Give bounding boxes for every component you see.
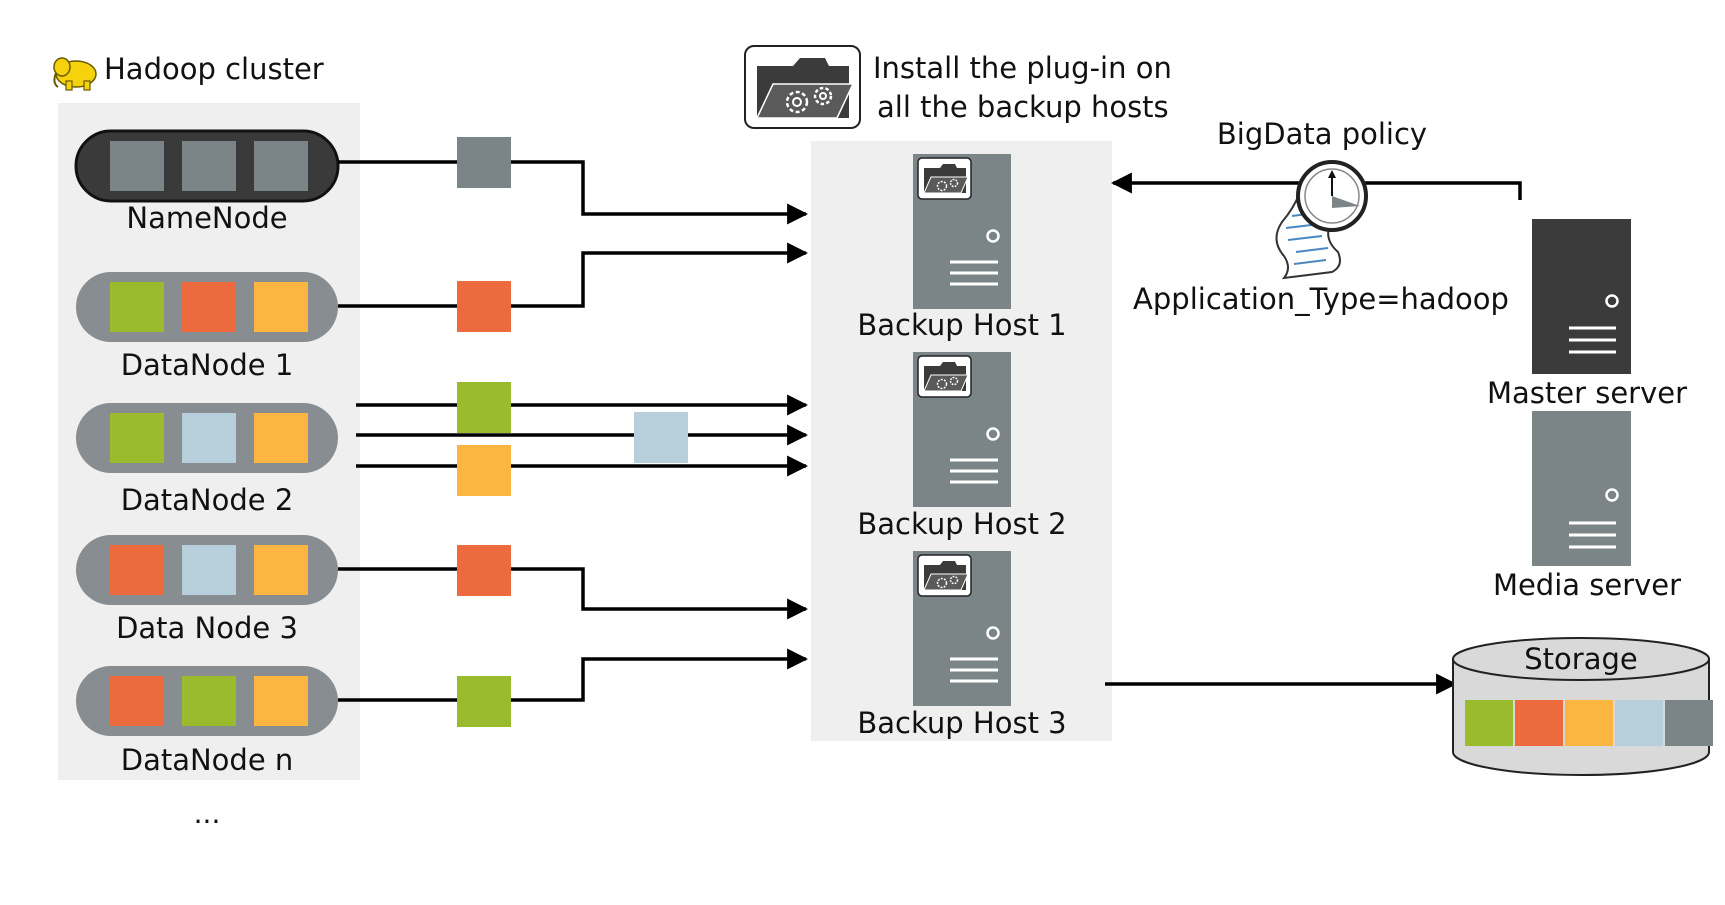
datanode3-to-host3-line <box>338 567 809 620</box>
data-block <box>110 141 164 191</box>
node-label: DataNode 1 <box>121 348 294 382</box>
cluster-node: DataNode 1 <box>76 272 338 382</box>
data-block <box>110 545 164 595</box>
datanoden-to-host3-line <box>338 648 809 702</box>
media-server-icon <box>1532 411 1631 566</box>
plugin-folder-icon <box>744 45 861 129</box>
backup-host-label: Backup Host 2 <box>857 507 1066 541</box>
data-block <box>254 282 308 332</box>
plugin-text-line2: all the backup hosts <box>877 90 1169 124</box>
travel-block <box>457 382 511 433</box>
plugin-folder-icon <box>917 157 972 200</box>
datanode1-to-host1-line <box>338 242 809 308</box>
hadoop-elephant-icon <box>53 57 97 91</box>
storage-block <box>1615 700 1663 746</box>
backup-host: Backup Host 1 <box>857 154 1067 342</box>
cluster-node: NameNode <box>74 129 340 235</box>
cluster-more: ... <box>194 797 221 830</box>
data-block <box>110 282 164 332</box>
data-block <box>182 141 236 191</box>
data-block <box>182 413 236 463</box>
cluster-node: Data Node 3 <box>76 535 338 645</box>
travel-blocks <box>457 137 688 727</box>
travel-block <box>457 137 511 188</box>
backup-host-label: Backup Host 1 <box>857 308 1066 342</box>
master-server-icon <box>1532 219 1631 374</box>
policy-title: BigData policy <box>1217 117 1427 151</box>
data-block <box>182 282 236 332</box>
backup-host-label: Backup Host 3 <box>857 706 1066 740</box>
policy-application-type: Application_Type=hadoop <box>1133 282 1509 316</box>
backup-hosts: Backup Host 1 Backup Host 2 Backup Host 3 <box>857 154 1067 740</box>
data-block <box>254 141 308 191</box>
travel-block <box>457 676 511 727</box>
media-server-label: Media server <box>1493 568 1681 602</box>
storage-label: Storage <box>1524 642 1637 676</box>
storage-blocks <box>1465 700 1713 746</box>
master-server-label: Master server <box>1487 376 1687 410</box>
power-led <box>986 427 1000 441</box>
node-label: NameNode <box>126 201 287 235</box>
node-label: Data Node 3 <box>116 611 298 645</box>
master-to-host1-policy-line <box>1110 172 1522 200</box>
backup-host: Backup Host 2 <box>857 352 1067 541</box>
plugin-folder-icon <box>917 355 972 398</box>
data-block <box>254 545 308 595</box>
data-block <box>182 545 236 595</box>
data-block <box>254 676 308 726</box>
travel-block <box>457 445 511 496</box>
storage-block <box>1465 700 1513 746</box>
namenode-to-host1-line <box>338 160 809 225</box>
backup-host: Backup Host 3 <box>857 551 1067 740</box>
data-block <box>182 676 236 726</box>
node-label: DataNode 2 <box>121 483 294 517</box>
data-block <box>110 413 164 463</box>
storage-block <box>1665 700 1713 746</box>
cluster-title: Hadoop cluster <box>104 52 324 86</box>
node-label: DataNode n <box>121 743 294 777</box>
power-led <box>986 626 1000 640</box>
data-block <box>110 676 164 726</box>
cluster-node: DataNode 2 <box>76 403 338 517</box>
travel-block <box>634 412 688 463</box>
plugin-folder-icon <box>917 554 972 597</box>
cluster-node: DataNode n <box>76 666 338 777</box>
plugin-text-line1: Install the plug-in on <box>873 51 1172 85</box>
travel-block <box>457 545 511 596</box>
policy-clock-icon <box>1275 160 1368 280</box>
power-led <box>986 229 1000 243</box>
storage-block <box>1565 700 1613 746</box>
travel-block <box>457 281 511 332</box>
data-block <box>254 413 308 463</box>
storage-block <box>1515 700 1563 746</box>
connection-lines <box>338 160 1522 702</box>
